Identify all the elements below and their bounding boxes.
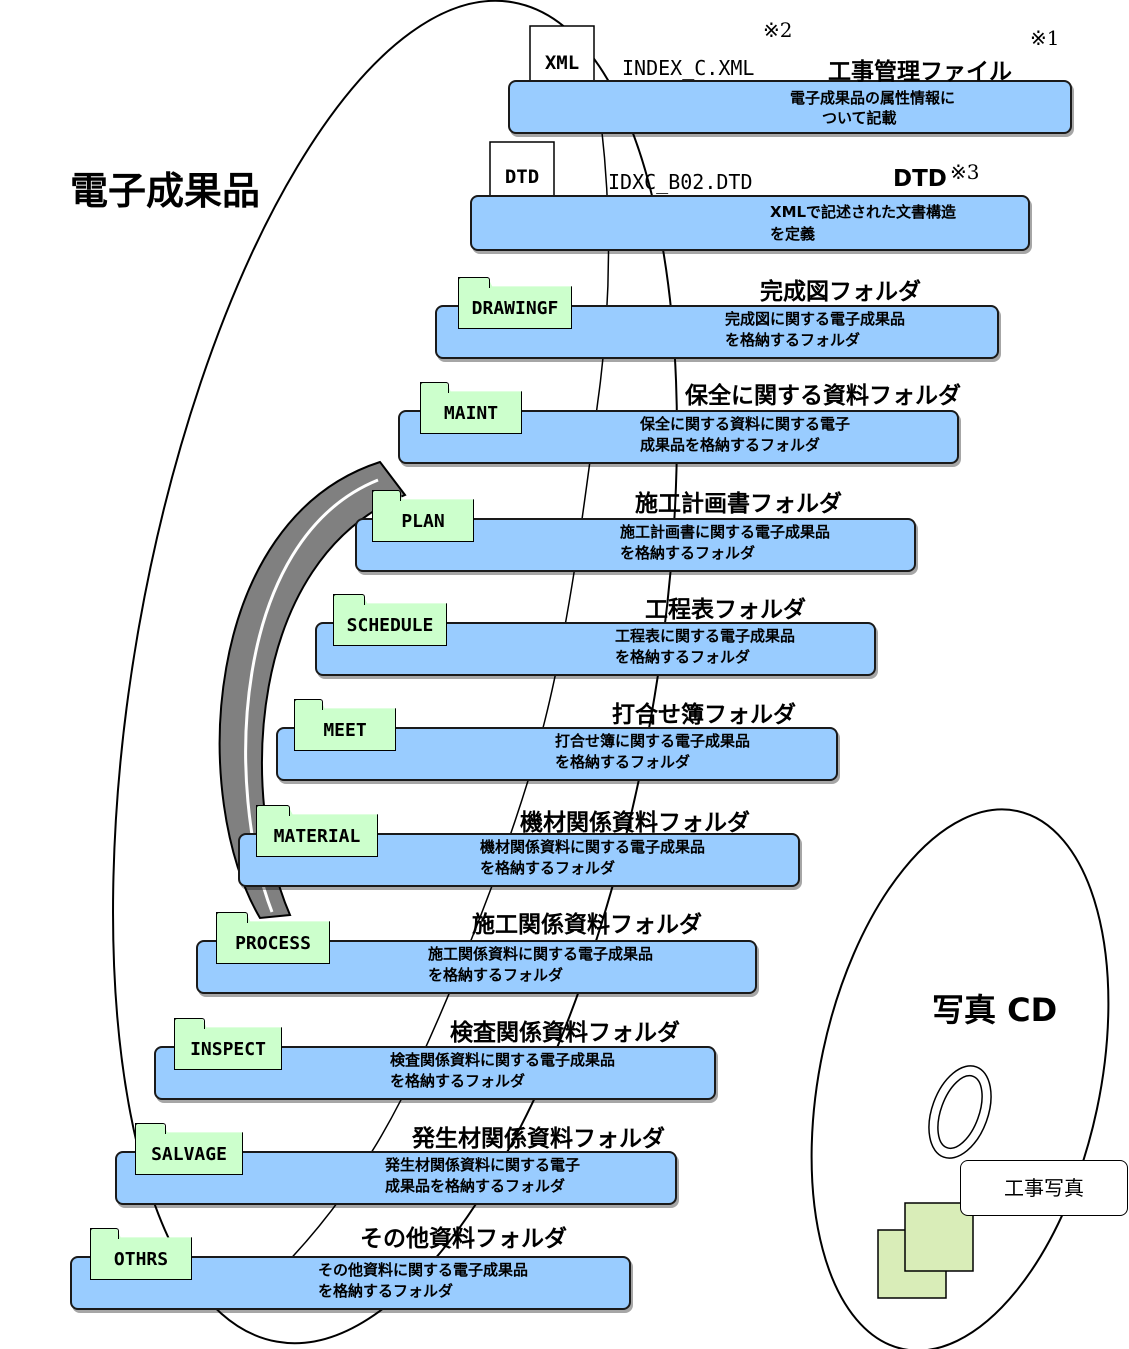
folder-desc: 施工関係資料に関する電子成果品: [428, 945, 654, 963]
xml-icon-label: XML: [544, 52, 580, 74]
folder-desc: その他資料に関する電子成果品: [318, 1261, 529, 1279]
dtd-desc-1: XMLで記述された文書構造: [770, 203, 957, 221]
dtd-title: DTD: [893, 166, 947, 192]
xml-desc-2: ついて記載: [822, 109, 897, 127]
folder-desc: を格納するフォルダ: [480, 859, 616, 877]
folder-tab-top: [458, 277, 490, 288]
folder-tab-top: [216, 912, 248, 923]
folder-desc: を格納するフォルダ: [620, 544, 756, 562]
folder-tab-top: [174, 1018, 205, 1029]
photo-cd-hole-inner: [937, 1074, 983, 1150]
folder-desc: 成果品を格納するフォルダ: [640, 436, 821, 454]
xml-filename: INDEX_C.XML: [622, 56, 755, 80]
folder-tab-top: [256, 805, 290, 816]
folder-title: 施工関係資料フォルダ: [472, 912, 702, 938]
photo-cd-label: 写真 CD: [932, 991, 1058, 1029]
folder-desc: を格納するフォルダ: [428, 966, 564, 984]
group-bracket: [218, 460, 407, 920]
folder-desc: 成果品を格納するフォルダ: [385, 1177, 566, 1195]
dtd-file-box: [470, 195, 1030, 251]
photo-label: 工事写真: [960, 1160, 1128, 1216]
xml-file-box: [508, 80, 1072, 134]
folder-desc: 工程表に関する電子成果品: [615, 627, 796, 645]
folder-title: 施工計画書フォルダ: [635, 491, 842, 517]
folder-desc: 保全に関する資料に関する電子: [640, 415, 851, 433]
deliverables-ellipse: [112, 0, 678, 1345]
dtd-icon-label: DTD: [504, 166, 540, 188]
folder-desc: を格納するフォルダ: [390, 1072, 526, 1090]
folder-desc: 完成図に関する電子成果品: [725, 310, 906, 328]
dtd-desc-2: を定義: [770, 225, 816, 243]
folder-desc: を格納するフォルダ: [555, 753, 691, 771]
folder-tab-top: [135, 1123, 166, 1134]
folder-title: 発生材関係資料フォルダ: [412, 1126, 665, 1152]
folder-tab-top: [372, 490, 401, 501]
heading: 電子成果品: [70, 169, 261, 213]
folder-tab-top: [90, 1228, 119, 1239]
photo-doc-front: [904, 1202, 974, 1272]
folder-desc: を格納するフォルダ: [615, 648, 751, 666]
xml-title: 工事管理ファイル: [828, 59, 1012, 85]
xml-desc-1: 電子成果品の属性情報に: [790, 89, 956, 107]
folder-desc: を格納するフォルダ: [318, 1282, 454, 1300]
dtd-filename: IDXC_B02.DTD: [608, 170, 753, 194]
folder-tab-top: [294, 699, 323, 710]
folder-title: 完成図フォルダ: [760, 279, 921, 305]
folder-tag: MAINT: [420, 382, 522, 434]
note-3: ※3: [950, 160, 980, 184]
folder-title: 工程表フォルダ: [645, 597, 806, 623]
note-2: ※2: [763, 18, 793, 42]
folder-tab-top: [420, 382, 449, 393]
folder-desc: を格納するフォルダ: [725, 331, 861, 349]
folder-desc: 打合せ簿に関する電子成果品: [555, 732, 751, 750]
folder-title: 打合せ簿フォルダ: [612, 702, 796, 728]
folder-title: その他資料フォルダ: [360, 1226, 567, 1252]
folder-title: 保全に関する資料フォルダ: [685, 383, 961, 409]
folder-tab-top: [333, 594, 365, 605]
folder-title: 検査関係資料フォルダ: [450, 1020, 680, 1046]
folder-desc: 発生材関係資料に関する電子: [385, 1156, 581, 1174]
folder-desc: 機材関係資料に関する電子成果品: [480, 838, 706, 856]
note-1: ※1: [1030, 26, 1060, 50]
folder-title: 機材関係資料フォルダ: [520, 810, 750, 836]
folder-desc: 施工計画書に関する電子成果品: [620, 523, 831, 541]
folder-desc: 検査関係資料に関する電子成果品: [390, 1051, 616, 1069]
